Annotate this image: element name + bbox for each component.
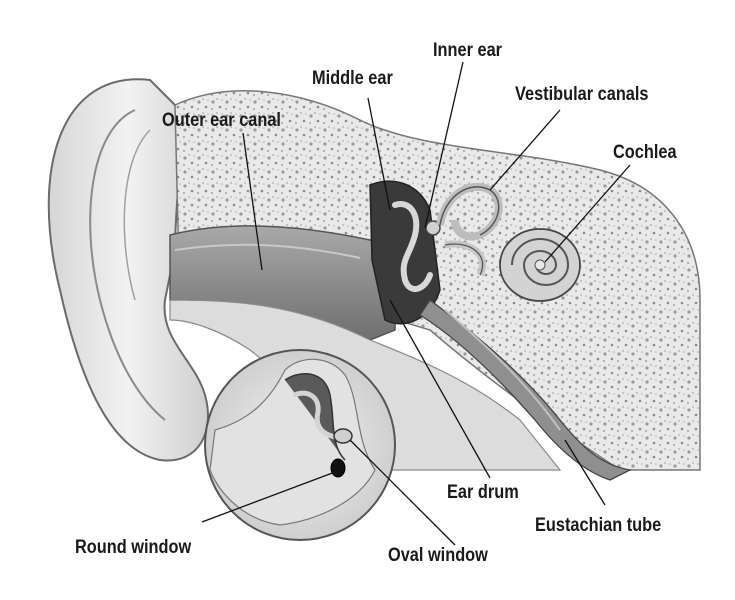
label-ear-drum: Ear drum bbox=[447, 482, 519, 504]
label-oval-window: Oval window bbox=[388, 545, 488, 567]
label-outer-ear-canal: Outer ear canal bbox=[162, 110, 281, 132]
cochlea-shape bbox=[500, 229, 580, 301]
label-eustachian-tube: Eustachian tube bbox=[535, 515, 661, 537]
label-middle-ear: Middle ear bbox=[312, 68, 393, 90]
label-inner-ear: Inner ear bbox=[433, 40, 502, 62]
label-round-window: Round window bbox=[75, 537, 191, 559]
label-vestibular-canals: Vestibular canals bbox=[515, 84, 649, 106]
label-cochlea: Cochlea bbox=[613, 142, 677, 164]
inset-magnifier bbox=[205, 350, 395, 540]
